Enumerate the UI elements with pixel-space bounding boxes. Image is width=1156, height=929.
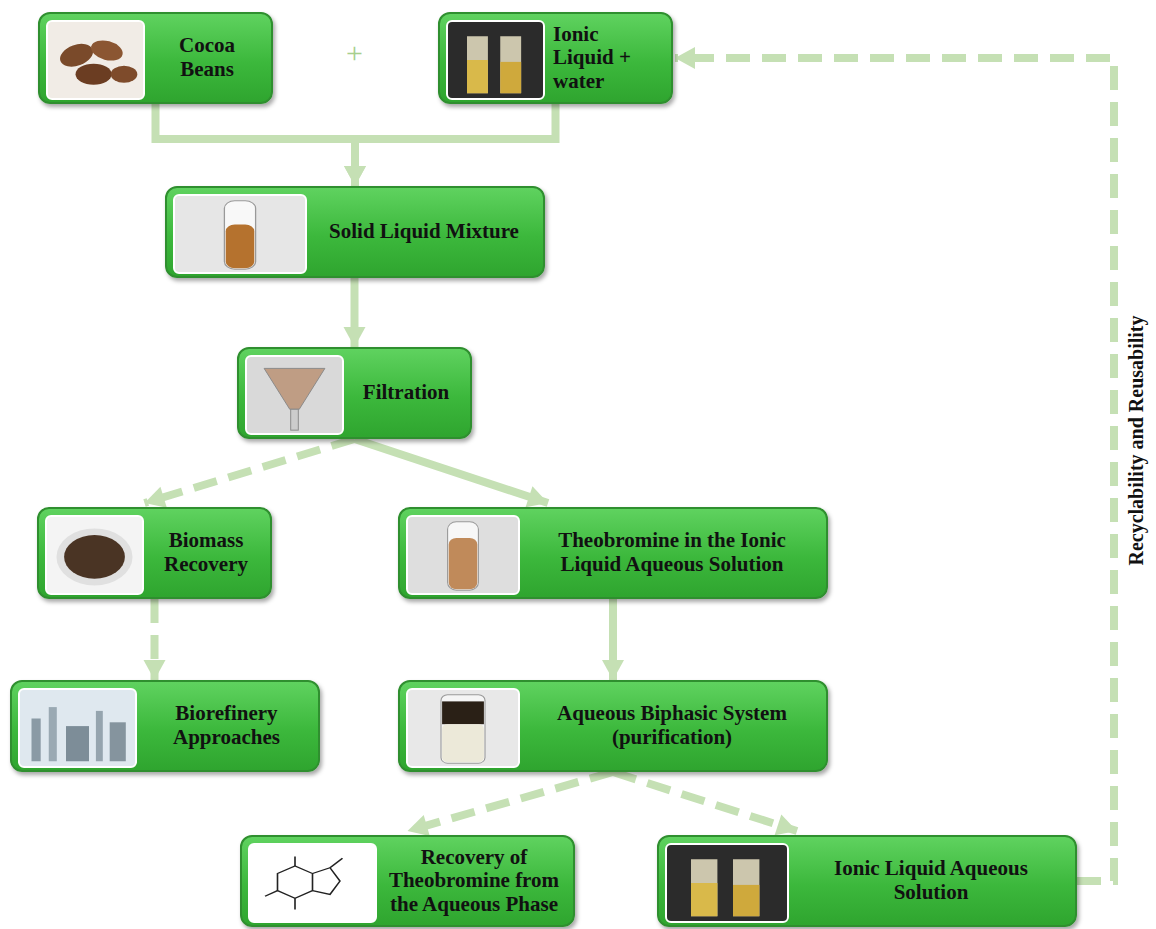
process-box: Cocoa Beans (38, 12, 273, 104)
box-label: Theobromine in the Ionic Liquid Aqueous … (528, 529, 816, 576)
thumbnail-image (173, 194, 307, 274)
dashed-arrow (408, 772, 614, 831)
dashed-arrow (151, 599, 159, 680)
flow-arrow (355, 104, 556, 186)
process-box: Theobromine in the Ionic Liquid Aqueous … (398, 507, 828, 599)
plus-sign: + (346, 36, 363, 70)
box-label: Biomass Recovery (152, 529, 260, 576)
box-label: Cocoa Beans (153, 34, 261, 81)
box-label: Ionic Liquid + water (553, 23, 661, 94)
flow-arrow (355, 439, 549, 503)
dashed-arrow (613, 772, 797, 831)
box-label: Ionic Liquid Aqueous Solution (797, 857, 1065, 904)
thumbnail-image (18, 688, 137, 768)
flow-arrow (156, 104, 356, 186)
flow-arrow (351, 278, 359, 347)
side-label: Recyclability and Reusability (1124, 315, 1147, 565)
process-box: Filtration (237, 347, 472, 439)
process-box: Ionic Liquid Aqueous Solution (657, 835, 1077, 927)
thumbnail-image (46, 20, 145, 100)
process-box: Recovery of Theobromine from the Aqueous… (240, 835, 575, 927)
dashed-arrow (145, 439, 355, 503)
thumbnail-image (406, 515, 520, 595)
box-label: Biorefinery Approaches (145, 702, 308, 749)
process-box: Ionic Liquid + water (438, 12, 673, 104)
thumbnail-image (665, 843, 789, 923)
box-label: Filtration (363, 381, 449, 405)
process-box: Aqueous Biphasic System (purification) (398, 680, 828, 772)
flow-arrow (609, 599, 617, 680)
box-label: Recovery of Theobromine from the Aqueous… (385, 846, 563, 917)
box-label: Solid Liquid Mixture (329, 220, 519, 244)
thumbnail-image (248, 843, 377, 923)
thumbnail-image (45, 515, 144, 595)
thumbnail-image (446, 20, 545, 100)
thumbnail-image (406, 688, 520, 768)
box-label: Aqueous Biphasic System (purification) (528, 702, 816, 749)
process-box: Biorefinery Approaches (10, 680, 320, 772)
process-box: Solid Liquid Mixture (165, 186, 545, 278)
thumbnail-image (245, 355, 344, 435)
process-box: Biomass Recovery (37, 507, 272, 599)
